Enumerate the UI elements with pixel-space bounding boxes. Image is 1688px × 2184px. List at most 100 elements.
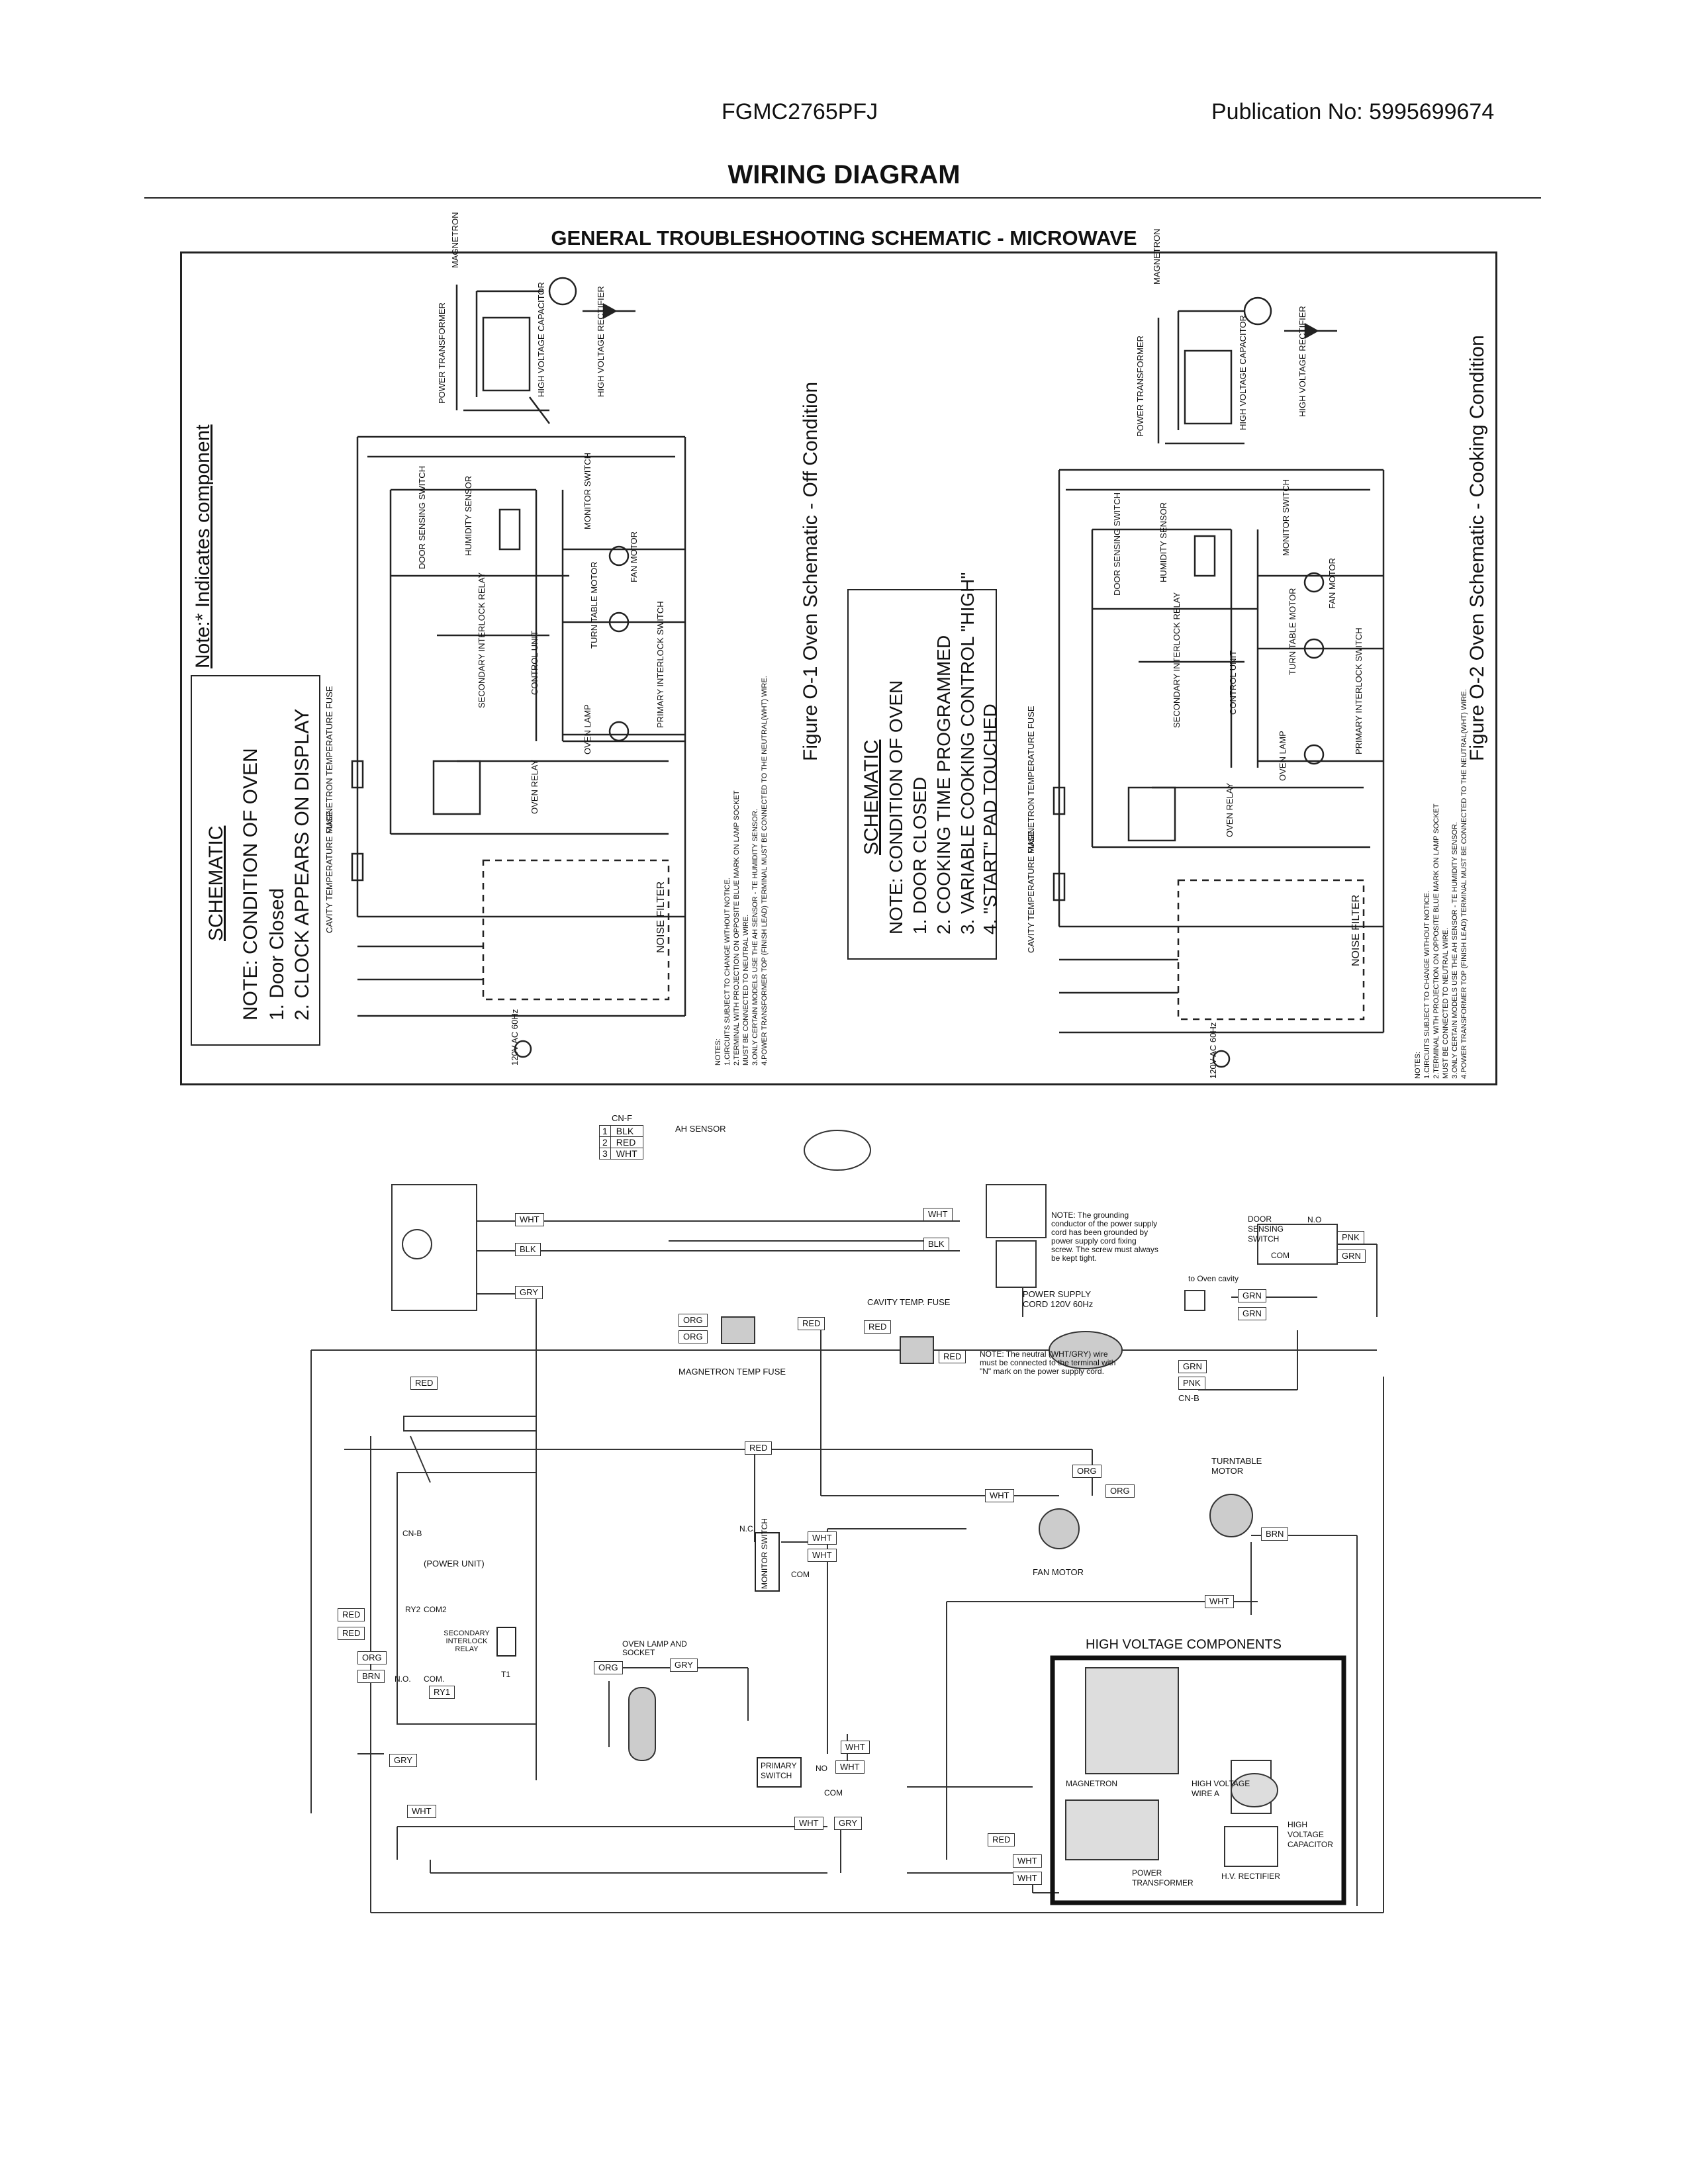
p1-magnetron-label: MAGNETRON: [450, 212, 460, 269]
door-no-label: N.O: [1307, 1215, 1322, 1224]
plug-image: [1049, 1331, 1123, 1369]
cavity-fuse-image: [900, 1336, 934, 1364]
tag-red-5: RED: [745, 1441, 773, 1455]
p2-note-0: NOTES:: [1414, 1052, 1422, 1079]
cnf-pin-3: 3: [599, 1148, 611, 1160]
page-title: WIRING DIAGRAM: [727, 160, 961, 189]
p1-power-label: 120V AC 60Hz: [510, 1009, 520, 1066]
hv-components-box: [1050, 1655, 1346, 1905]
p2-primary-label: PRIMARY INTERLOCK SWITCH: [1354, 627, 1364, 754]
power-unit-label: (POWER UNIT): [424, 1559, 485, 1569]
tag-wht-1: WHT: [515, 1213, 544, 1226]
tag-wht-10: WHT: [794, 1817, 823, 1830]
tag-wht-3: WHT: [1205, 1595, 1234, 1608]
hv-capacitor-image: [1231, 1773, 1278, 1807]
tag-red-8: RED: [988, 1833, 1015, 1846]
p2-fan-label: FAN MOTOR: [1327, 557, 1337, 609]
oven-lamp-symbol-2: [1303, 744, 1325, 765]
tag-blk-2: BLK: [923, 1238, 949, 1251]
turntable-motor-symbol-1: [608, 612, 630, 633]
tag-grn-2: GRN: [1238, 1289, 1266, 1302]
p2-door-label: DOOR SENSING SWITCH: [1112, 492, 1122, 596]
p1-hv-cap-label: HIGH VOLTAGE CAPACITOR: [536, 282, 546, 397]
panel1-note-box: SCHEMATIC NOTE: CONDITION OF OVEN 1. Doo…: [191, 675, 320, 1046]
schematic-1-wiring: [356, 285, 686, 1017]
tag-red-7: RED: [338, 1627, 365, 1640]
p2-oven-relay-label: OVEN RELAY: [1225, 782, 1235, 837]
tag-wht-9: WHT: [835, 1760, 865, 1774]
hv-rectifier-symbol-2: [1304, 322, 1319, 340]
tag-pnk-2: PNK: [1178, 1377, 1205, 1390]
p1-turntable-label: TURN TABLE MOTOR: [589, 561, 599, 649]
oven-lamp-symbol-1: [608, 721, 630, 742]
hv-magnetron-label: MAGNETRON: [1066, 1779, 1117, 1788]
neutral-note: NOTE: The neutral (WHT/GRY) wire must be…: [980, 1349, 1116, 1376]
hv-wire-label: HIGH VOLTAGE WIRE A: [1192, 1779, 1250, 1798]
power-supply-label: POWER SUPPLY CORD 120V 60Hz: [1023, 1289, 1094, 1309]
tag-gry-4: GRY: [834, 1817, 862, 1830]
p2-transformer-label: POWER TRANSFORMER: [1135, 336, 1145, 437]
t1-box: [496, 1627, 516, 1657]
p2-humidity-label: HUMIDITY SENSOR: [1158, 502, 1168, 582]
hv-rectifier-box: [1224, 1826, 1278, 1867]
tag-wht-6: WHT: [808, 1549, 837, 1562]
humidity-sensor-symbol-2: [1194, 535, 1216, 577]
schematic-2-components: [1053, 296, 1325, 1068]
hv-cap-label: HIGH VOLTAGE CAPACITOR: [1288, 1820, 1333, 1849]
monitor-switch-label: MONITOR SWITCH: [760, 1518, 769, 1589]
p2-note-5: 4.POWER TRANSFORMER TOP (FINISH LEAD) TE…: [1460, 689, 1468, 1079]
tag-grn-1: GRN: [1337, 1250, 1366, 1263]
p2-note-4: 3.ONLY CERTAIN MODELS USE THE AH SENSOR …: [1451, 822, 1459, 1079]
p2-noise-label: NOISE FILTER: [1350, 894, 1362, 966]
p2-note-2: 2.TERMINAL WITH PROJECTION ON OPPOSITE B…: [1432, 803, 1440, 1079]
ah-sensor-image: [804, 1130, 871, 1171]
tag-red-6: RED: [338, 1608, 365, 1621]
cnf-title: CN-F: [612, 1113, 633, 1123]
com2-label: COM2: [424, 1605, 447, 1614]
oven-lamp-label: OVEN LAMP AND SOCKET: [622, 1639, 687, 1657]
p2-power-label: 120V AC 60Hz: [1208, 1022, 1218, 1079]
turntable-motor-image: [1209, 1494, 1253, 1537]
tag-org-3: ORG: [1072, 1465, 1102, 1478]
panel2-note-box: SCHEMATIC NOTE: CONDITION OF OVEN 1. DOO…: [847, 572, 1000, 960]
cnf-color-2: RED: [610, 1136, 643, 1148]
p2-lamp-label: OVEN LAMP: [1278, 731, 1288, 781]
mag-fuse-symbol-2: [1053, 786, 1066, 815]
fan-motor-symbol-1: [608, 545, 630, 567]
magnetron-symbol-1: [548, 277, 577, 306]
p1-note-4: 3.ONLY CERTAIN MODELS USE THE AH SENSOR …: [751, 809, 759, 1066]
com-label-pu: COM.: [424, 1674, 445, 1684]
hv-rect-label: H.V. RECTIFIER: [1221, 1872, 1280, 1881]
cnf-pin-1: 1: [599, 1125, 611, 1137]
p2-cavfuse-label: CAVITY TEMPERATURE FUSE: [1026, 831, 1036, 953]
p1-monitor-label: MONITOR SWITCH: [583, 452, 592, 529]
power-unit-outline: [397, 1472, 537, 1725]
p2-control-label: CONTROL UNIT: [1228, 650, 1238, 715]
to-cavity-label: to Oven cavity: [1188, 1274, 1239, 1283]
tag-wht-4: WHT: [985, 1489, 1014, 1502]
p1-relay-label: SECONDARY INTERLOCK RELAY: [477, 572, 487, 708]
magnetron-image: [1085, 1667, 1179, 1774]
tag-gry-3: GRY: [670, 1659, 698, 1672]
p1-notes: NOTES: 1.CIRCUITS SUBJECT TO CHANGE WITH…: [714, 676, 769, 1066]
monitor-com-label: COM: [791, 1570, 810, 1579]
fan-motor-symbol-2: [1303, 572, 1325, 593]
tag-blk-1: BLK: [515, 1243, 541, 1256]
magnetron-symbol-2: [1243, 296, 1272, 326]
schematic-title: GENERAL TROUBLESHOOTING SCHEMATIC - MICR…: [551, 226, 1137, 250]
hv-components-art: [1065, 1667, 1278, 1867]
primary-no-label: NO: [816, 1764, 827, 1773]
tag-brn-2: BRN: [357, 1670, 385, 1683]
p2-hv-cap-label: HIGH VOLTAGE CAPACITOR: [1238, 315, 1248, 430]
p1-note-0: NOTES:: [714, 1038, 722, 1066]
oven-lamp-image: [628, 1687, 656, 1761]
nc-label: N.C.: [739, 1524, 755, 1533]
primary-switch-box: PRIMARY SWITCH: [757, 1757, 802, 1788]
cavity-fuse-label: CAVITY TEMP. FUSE: [867, 1297, 951, 1307]
cnf-pin-2: 2: [599, 1136, 611, 1148]
tag-red-3: RED: [939, 1350, 966, 1363]
p1-transformer-label: POWER TRANSFORMER: [437, 302, 447, 404]
power-plug-2: [1212, 1050, 1231, 1068]
door-com-label: COM: [1271, 1251, 1289, 1260]
